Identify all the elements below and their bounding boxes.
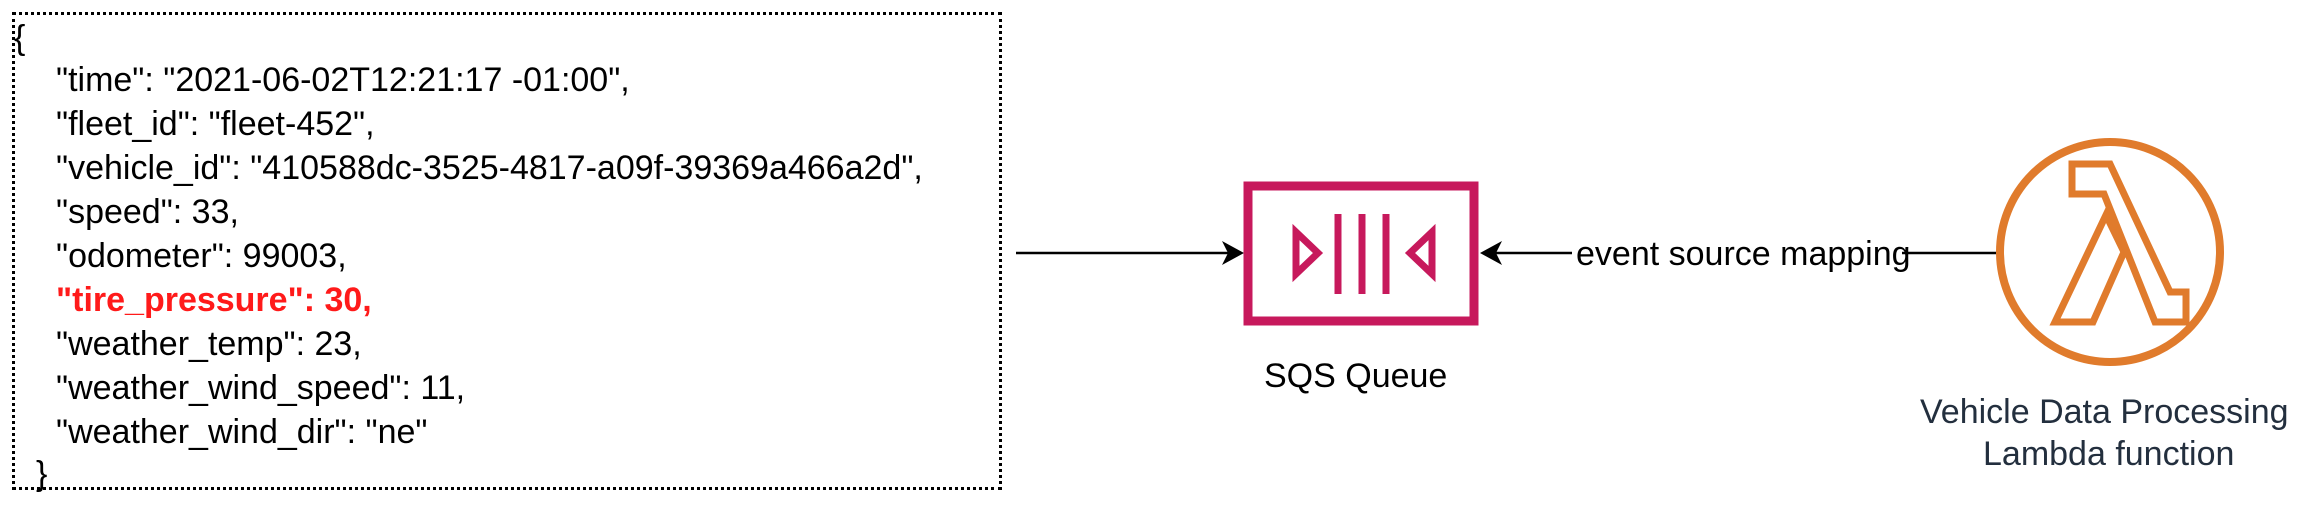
json-line-vehicle-id: "vehicle_id": "410588dc-3525-4817-a09f-3…	[56, 149, 923, 187]
json-payload-text: { "time": "2021-06-02T12:21:17 -01:00", …	[0, 0, 923, 528]
sqs-queue-label: SQS Queue	[1264, 357, 1448, 395]
mapping-arrowhead	[1480, 241, 1502, 265]
json-line-weather-wind-dir: "weather_wind_dir": "ne"	[56, 413, 428, 451]
json-line-weather-wind-speed: "weather_wind_speed": 11,	[56, 369, 466, 407]
sqs-queue-icon	[1243, 181, 1479, 326]
event-source-mapping-label: event source mapping	[1576, 235, 1911, 273]
json-close-brace: }	[36, 455, 48, 493]
json-line-odometer: "odometer": 99003,	[56, 237, 347, 275]
lambda-icon	[1996, 138, 2224, 366]
json-line-fleet-id: "fleet_id": "fleet-452",	[56, 105, 375, 143]
json-line-tire-pressure: "tire_pressure": 30,	[56, 281, 372, 319]
json-line-time: "time": "2021-06-02T12:21:17 -01:00",	[56, 61, 630, 99]
diagram-canvas	[1016, 138, 2224, 366]
lambda-label-line2: Lambda function	[1983, 435, 2235, 473]
json-payload-box	[12, 12, 1002, 490]
json-open-brace: {	[14, 19, 26, 57]
json-line-speed: "speed": 33,	[56, 193, 239, 231]
payload-to-queue-arrowhead	[1222, 241, 1244, 265]
json-line-weather-temp: "weather_temp": 23,	[56, 325, 362, 363]
lambda-label-line1: Vehicle Data Processing	[1920, 393, 2289, 431]
